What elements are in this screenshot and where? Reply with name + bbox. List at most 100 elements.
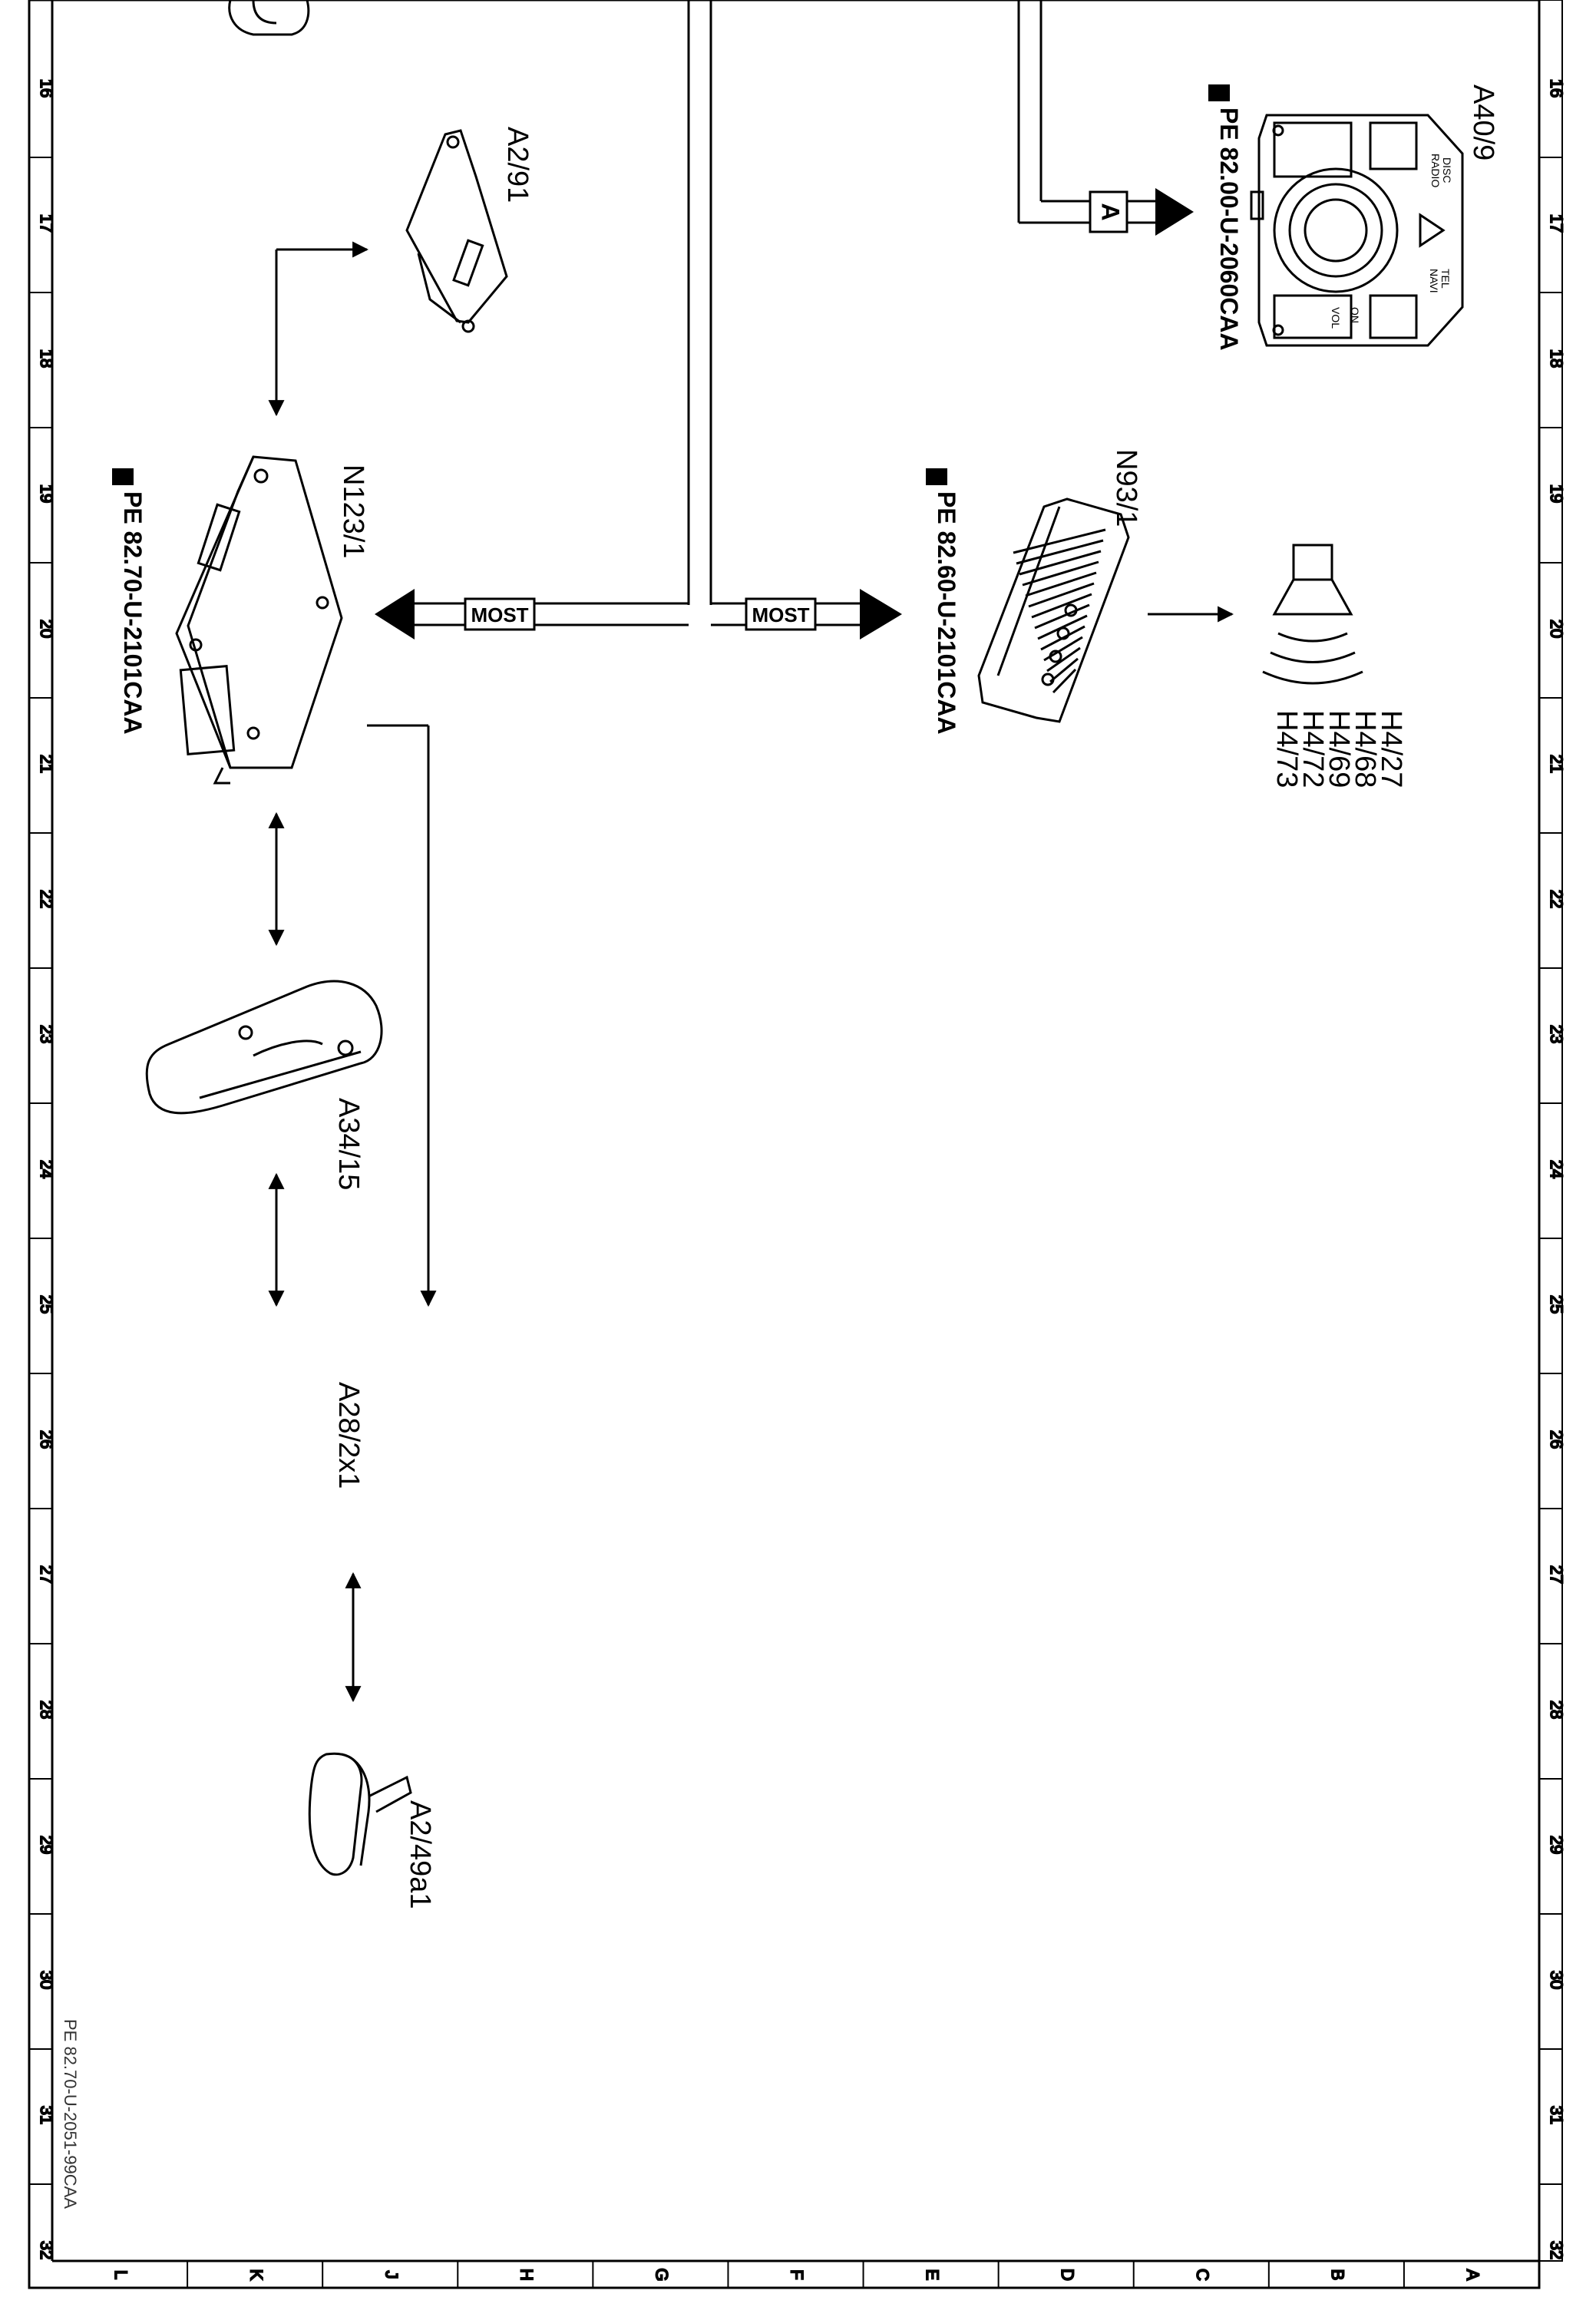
n93-1-fin bbox=[1052, 668, 1077, 694]
row-label-31-right: 31 bbox=[1547, 2106, 1566, 2124]
arrowheads bbox=[375, 188, 1194, 640]
a2-91-device bbox=[405, 129, 508, 333]
column-label-A: A bbox=[1463, 2269, 1482, 2281]
signal-arrows bbox=[268, 241, 1234, 1703]
row-label-23-left: 23 bbox=[37, 1025, 56, 1043]
a34-15-label: A34/15 bbox=[332, 1098, 365, 1190]
column-label-J: J bbox=[382, 2271, 401, 2279]
row-label-30-right: 30 bbox=[1547, 1971, 1566, 1989]
n123-1-ref: PE 82.70-U-2101CAA bbox=[119, 491, 147, 735]
n93-1-fin bbox=[1028, 582, 1095, 608]
row-label-32-left: 32 bbox=[37, 2241, 56, 2259]
n93-1-fin bbox=[1022, 560, 1099, 587]
column-label-B: B bbox=[1328, 2269, 1347, 2281]
most-label-right-box: MOST bbox=[745, 597, 817, 631]
column-label-F: F bbox=[788, 2269, 807, 2279]
n123-1-label: N123/1 bbox=[337, 464, 369, 559]
column-label-E: E bbox=[923, 2269, 942, 2281]
n123-1-device bbox=[175, 455, 343, 785]
a40-9-on: ON bbox=[1349, 307, 1361, 323]
row-label-29-left: 29 bbox=[37, 1836, 56, 1854]
row-label-18-right: 18 bbox=[1547, 349, 1566, 368]
most-label-right: MOST bbox=[752, 603, 809, 626]
row-label-31-left: 31 bbox=[37, 2106, 56, 2124]
column-label-K: K bbox=[246, 2269, 266, 2281]
most-label-left: MOST bbox=[471, 603, 528, 626]
speaker-label: H4/73 bbox=[1271, 710, 1303, 788]
n93-1-fin bbox=[1016, 539, 1104, 565]
a40-9-button-labels: DISC RADIO TEL NAVI VOL ON bbox=[1330, 154, 1453, 329]
a34-15-device bbox=[145, 980, 383, 1115]
row-label-16-right: 16 bbox=[1547, 79, 1566, 98]
row-label-28-right: 28 bbox=[1547, 1701, 1566, 1719]
row-label-19-right: 19 bbox=[1547, 484, 1566, 503]
connector-a-box: A bbox=[1089, 190, 1128, 233]
row-label-17-left: 17 bbox=[37, 214, 56, 233]
row-label-24-right: 24 bbox=[1547, 1160, 1566, 1178]
row-label-26-left: 26 bbox=[37, 1430, 56, 1449]
row-label-18-left: 18 bbox=[37, 349, 56, 368]
partial-component-top bbox=[228, 0, 310, 36]
a40-9-vol: VOL bbox=[1330, 307, 1342, 329]
n93-1-fin bbox=[1025, 571, 1097, 597]
n93-1-fin bbox=[1031, 593, 1092, 619]
footer-code: PE 82.70-U-2051-99CAA bbox=[61, 2019, 80, 2209]
row-label-27-left: 27 bbox=[37, 1565, 56, 1584]
column-label-C: C bbox=[1193, 2269, 1212, 2281]
row-label-30-left: 30 bbox=[37, 1971, 56, 1989]
n93-1-fin bbox=[1034, 603, 1090, 630]
row-label-27-right: 27 bbox=[1547, 1565, 1566, 1584]
speaker-label: H4/72 bbox=[1297, 710, 1329, 788]
column-label-D: D bbox=[1058, 2269, 1077, 2281]
a40-9-device bbox=[1250, 114, 1464, 347]
wiring bbox=[275, 0, 1155, 1297]
speaker-icon bbox=[1262, 544, 1363, 685]
speaker-label: H4/68 bbox=[1349, 710, 1381, 788]
n93-1-ref-icon bbox=[926, 468, 947, 485]
n93-1-fin bbox=[1013, 528, 1106, 554]
a40-9-ref: PE 82.00-U-2060CAA bbox=[1215, 107, 1243, 351]
column-label-L: L bbox=[111, 2270, 131, 2279]
row-label-23-right: 23 bbox=[1547, 1025, 1566, 1043]
row-label-22-right: 22 bbox=[1547, 890, 1566, 908]
row-label-25-right: 25 bbox=[1547, 1295, 1566, 1314]
row-label-25-left: 25 bbox=[37, 1295, 56, 1314]
a40-9-label: A40/9 bbox=[1467, 84, 1499, 160]
speaker-label: H4/27 bbox=[1375, 710, 1407, 788]
row-label-22-left: 22 bbox=[37, 890, 56, 908]
n93-1-label: N93/1 bbox=[1110, 449, 1142, 527]
a40-9-ref-icon bbox=[1208, 84, 1230, 101]
n93-1-fin bbox=[1046, 646, 1081, 673]
a2-91-label: A2/91 bbox=[501, 127, 534, 203]
a40-9-radio: RADIO bbox=[1429, 154, 1442, 187]
n123-1-ref-icon bbox=[112, 468, 134, 485]
row-label-16-left: 16 bbox=[37, 79, 56, 98]
row-label-21-right: 21 bbox=[1547, 755, 1566, 773]
a40-9-disc: DISC bbox=[1441, 157, 1453, 183]
column-label-G: G bbox=[653, 2268, 672, 2281]
a28-2x1-label: A28/2x1 bbox=[332, 1382, 365, 1489]
n93-1-fin bbox=[1049, 657, 1079, 683]
drawing-frame bbox=[28, 0, 1541, 2289]
n93-1-ref: PE 82.60-U-2101CAA bbox=[933, 491, 960, 735]
row-label-20-left: 20 bbox=[37, 620, 56, 638]
a2-49a1-label: A2/49a1 bbox=[404, 1800, 436, 1909]
row-label-24-left: 24 bbox=[37, 1160, 56, 1178]
row-label-19-left: 19 bbox=[37, 484, 56, 503]
row-label-20-right: 20 bbox=[1547, 620, 1566, 638]
row-label-29-right: 29 bbox=[1547, 1836, 1566, 1854]
column-label-H: H bbox=[517, 2269, 537, 2281]
a2-49a1-device bbox=[308, 1752, 412, 1876]
connector-a-label: A bbox=[1097, 203, 1125, 220]
row-label-28-left: 28 bbox=[37, 1701, 56, 1719]
n93-1-fin bbox=[1019, 550, 1102, 576]
row-label-21-left: 21 bbox=[37, 755, 56, 773]
speaker-label: H4/69 bbox=[1323, 710, 1355, 788]
a40-9-tel: TEL bbox=[1439, 269, 1452, 289]
row-label-26-right: 26 bbox=[1547, 1430, 1566, 1449]
